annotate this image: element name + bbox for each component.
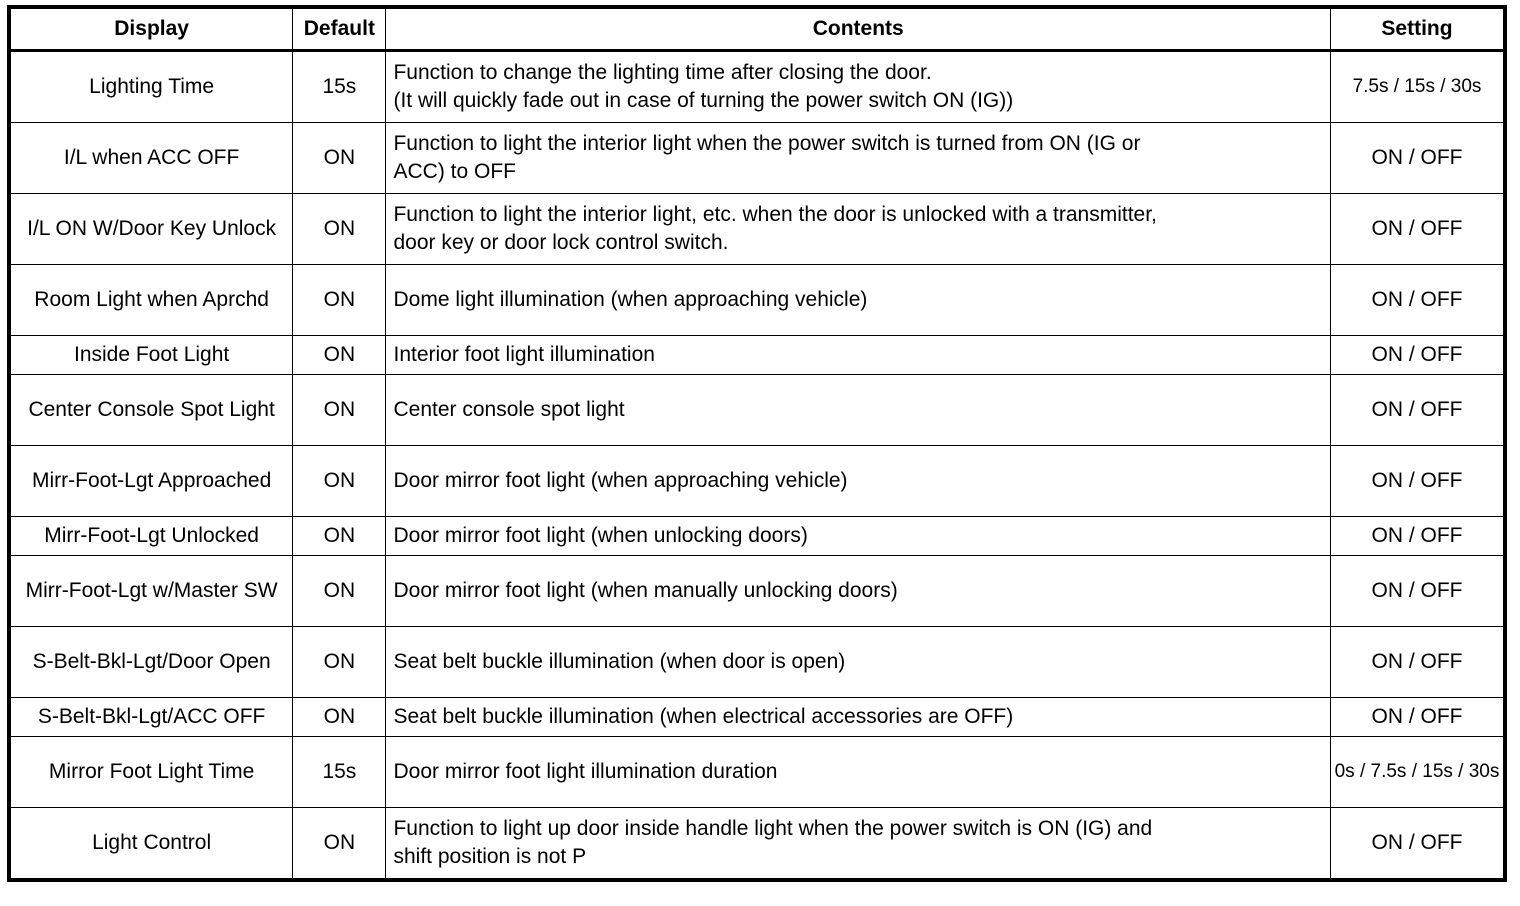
- cell-default: ON: [292, 516, 387, 556]
- contents-line: ACC) to OFF: [393, 160, 516, 183]
- cell-setting: ON / OFF: [1330, 807, 1506, 881]
- cell-display: I/L when ACC OFF: [8, 122, 294, 194]
- cell-default: ON: [292, 555, 387, 627]
- column-header-setting: Setting: [1330, 6, 1506, 52]
- cell-setting: 0s / 7.5s / 15s / 30s: [1330, 736, 1506, 808]
- cell-default: ON: [292, 264, 387, 336]
- contents-line: (It will quickly fade out in case of tur…: [393, 89, 1014, 112]
- cell-contents: Interior foot light illumination: [385, 335, 1331, 375]
- cell-contents: Dome light illumination (when approachin…: [385, 264, 1331, 336]
- contents-line: Interior foot light illumination: [393, 343, 655, 367]
- cell-contents: Door mirror foot light illumination dura…: [385, 736, 1331, 808]
- cell-display: Inside Foot Light: [8, 335, 294, 375]
- cell-display: Mirror Foot Light Time: [8, 736, 294, 808]
- cell-setting: ON / OFF: [1330, 264, 1506, 336]
- cell-setting: ON / OFF: [1330, 555, 1506, 627]
- table-row: Light Control ON Function to light up do…: [8, 807, 1506, 881]
- cell-setting: ON / OFF: [1330, 626, 1506, 698]
- cell-default: ON: [292, 193, 387, 265]
- cell-display: S-Belt-Bkl-Lgt/ACC OFF: [8, 697, 294, 737]
- table-row: Mirr-Foot-Lgt w/Master SW ON Door mirror…: [8, 555, 1506, 627]
- contents-line: Function to light the interior light whe…: [393, 132, 1141, 156]
- cell-default: ON: [292, 122, 387, 194]
- cell-display: S-Belt-Bkl-Lgt/Door Open: [8, 626, 294, 698]
- contents-line: Door mirror foot light illumination dura…: [393, 760, 778, 784]
- cell-setting: ON / OFF: [1330, 193, 1506, 265]
- contents-line: Door mirror foot light (when unlocking d…: [393, 524, 808, 548]
- contents-line: Function to light the interior light, et…: [393, 203, 1157, 227]
- contents-line: Door mirror foot light (when approaching…: [393, 469, 848, 493]
- column-header-contents: Contents: [385, 6, 1331, 52]
- cell-display: Room Light when Aprchd: [8, 264, 294, 336]
- cell-setting: ON / OFF: [1330, 122, 1506, 194]
- cell-display: Mirr-Foot-Lgt Approached: [8, 445, 294, 517]
- table-header-row: Display Default Contents Setting: [8, 6, 1506, 52]
- cell-default: ON: [292, 626, 387, 698]
- table-row: Mirr-Foot-Lgt Approached ON Door mirror …: [8, 445, 1506, 517]
- cell-contents: Door mirror foot light (when manually un…: [385, 555, 1331, 627]
- contents-line: Seat belt buckle illumination (when elec…: [393, 705, 1014, 729]
- column-header-display: Display: [8, 6, 294, 52]
- table-row: S-Belt-Bkl-Lgt/ACC OFF ON Seat belt buck…: [8, 697, 1506, 737]
- table-row: Inside Foot Light ON Interior foot light…: [8, 335, 1506, 375]
- table-row: Lighting Time 15s Function to change the…: [8, 50, 1506, 123]
- cell-setting: ON / OFF: [1330, 516, 1506, 556]
- cell-setting: ON / OFF: [1330, 697, 1506, 737]
- cell-display: Lighting Time: [8, 50, 294, 123]
- contents-line: Function to change the lighting time aft…: [393, 61, 932, 85]
- table-row: I/L when ACC OFF ON Function to light th…: [8, 122, 1506, 194]
- cell-contents: Function to change the lighting time aft…: [385, 50, 1331, 123]
- cell-setting: ON / OFF: [1330, 335, 1506, 375]
- cell-display: I/L ON W/Door Key Unlock: [8, 193, 294, 265]
- column-header-default: Default: [292, 6, 387, 52]
- contents-line: door key or door lock control switch.: [393, 231, 729, 254]
- cell-setting: ON / OFF: [1330, 445, 1506, 517]
- cell-contents: Function to light the interior light whe…: [385, 122, 1331, 194]
- table-row: S-Belt-Bkl-Lgt/Door Open ON Seat belt bu…: [8, 626, 1506, 698]
- cell-contents: Function to light up door inside handle …: [385, 807, 1331, 881]
- cell-contents: Door mirror foot light (when unlocking d…: [385, 516, 1331, 556]
- cell-contents: Door mirror foot light (when approaching…: [385, 445, 1331, 517]
- contents-line: Door mirror foot light (when manually un…: [393, 579, 898, 603]
- contents-line: Center console spot light: [393, 398, 625, 422]
- table-body: Lighting Time 15s Function to change the…: [8, 50, 1506, 881]
- table-row: Room Light when Aprchd ON Dome light ill…: [8, 264, 1506, 336]
- cell-default: ON: [292, 807, 387, 881]
- cell-default: ON: [292, 697, 387, 737]
- cell-default: ON: [292, 335, 387, 375]
- contents-line: shift position is not P: [393, 845, 587, 868]
- table-row: I/L ON W/Door Key Unlock ON Function to …: [8, 193, 1506, 265]
- cell-contents: Seat belt buckle illumination (when elec…: [385, 697, 1331, 737]
- cell-setting: ON / OFF: [1330, 374, 1506, 446]
- cell-display: Mirr-Foot-Lgt Unlocked: [8, 516, 294, 556]
- contents-line: Dome light illumination (when approachin…: [393, 288, 868, 312]
- cell-contents: Function to light the interior light, et…: [385, 193, 1331, 265]
- vehicle-lighting-settings-table: Display Default Contents Setting Lightin…: [7, 5, 1507, 882]
- cell-default: ON: [292, 445, 387, 517]
- table-row: Center Console Spot Light ON Center cons…: [8, 374, 1506, 446]
- cell-contents: Center console spot light: [385, 374, 1331, 446]
- cell-display: Center Console Spot Light: [8, 374, 294, 446]
- cell-display: Light Control: [8, 807, 294, 881]
- cell-setting: 7.5s / 15s / 30s: [1330, 50, 1506, 123]
- cell-contents: Seat belt buckle illumination (when door…: [385, 626, 1331, 698]
- cell-display: Mirr-Foot-Lgt w/Master SW: [8, 555, 294, 627]
- contents-line: Function to light up door inside handle …: [393, 817, 1153, 841]
- table-row: Mirror Foot Light Time 15s Door mirror f…: [8, 736, 1506, 808]
- table-header: Display Default Contents Setting: [8, 6, 1506, 52]
- cell-default: 15s: [292, 736, 387, 808]
- cell-default: 15s: [292, 50, 387, 123]
- contents-line: Seat belt buckle illumination (when door…: [393, 650, 846, 674]
- cell-default: ON: [292, 374, 387, 446]
- table-row: Mirr-Foot-Lgt Unlocked ON Door mirror fo…: [8, 516, 1506, 556]
